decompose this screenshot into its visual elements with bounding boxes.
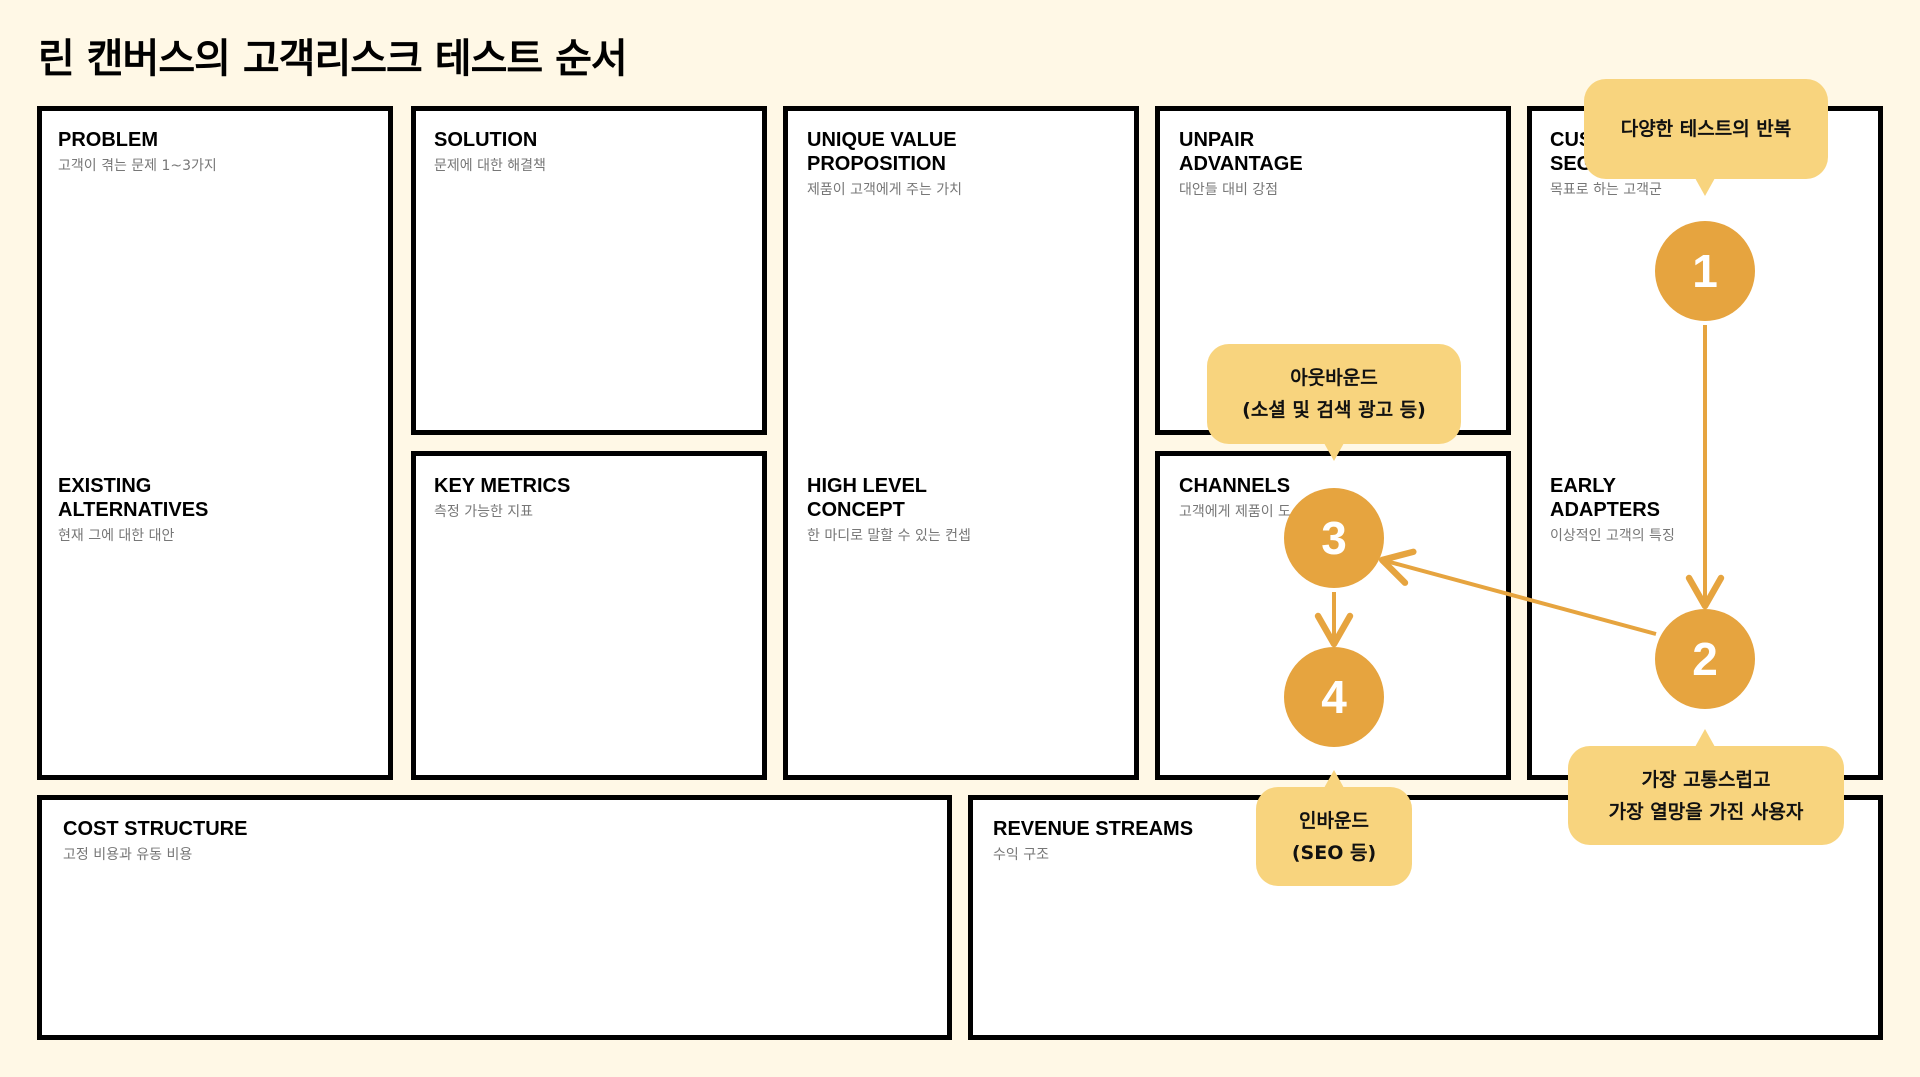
box-key-metrics	[411, 451, 767, 780]
box-uvp	[783, 106, 1139, 780]
uvp-subtitle: 제품이 고객에게 주는 가치	[807, 182, 963, 198]
step-circle-4: 4	[1284, 647, 1384, 747]
block-early-adapters: EARLY ADAPTERS 이상적인 고객의 특징	[1550, 474, 1675, 545]
bubble-inbound-tail	[1324, 770, 1344, 788]
problem-subtitle: 고객이 겪는 문제 1~3가지	[58, 158, 217, 174]
uvp-title: UNIQUE VALUE PROPOSITION	[807, 129, 957, 175]
bubble-repeated-tests: 다양한 테스트의 반복	[1584, 79, 1828, 179]
revenue-streams-subtitle: 수익 구조	[993, 847, 1049, 863]
high-level-concept-subtitle: 한 마디로 말할 수 있는 컨셉	[807, 528, 971, 544]
bubble-outbound: 아웃바운드 (소셜 및 검색 광고 등)	[1207, 344, 1461, 444]
block-unpair-advantage: UNPAIR ADVANTAGE 대안들 대비 강점	[1179, 128, 1303, 199]
step-circle-3: 3	[1284, 488, 1384, 588]
bubble-inbound: 인바운드 (SEO 등)	[1256, 787, 1412, 886]
step-circle-2: 2	[1655, 609, 1755, 709]
block-channels: CHANNELS 고객에게 제품이 도	[1179, 474, 1291, 521]
early-adapters-title: EARLY ADAPTERS	[1550, 475, 1661, 521]
block-solution: SOLUTION 문제에 대한 해결책	[434, 128, 546, 175]
block-high-level-concept: HIGH LEVEL CONCEPT 한 마디로 말할 수 있는 컨셉	[807, 474, 971, 545]
box-solution	[411, 106, 767, 435]
early-adapters-subtitle: 이상적인 고객의 특징	[1550, 528, 1675, 544]
block-uvp: UNIQUE VALUE PROPOSITION 제품이 고객에게 주는 가치	[807, 128, 962, 199]
key-metrics-title: KEY METRICS	[434, 475, 571, 497]
bubble-early-adopters-tail	[1695, 729, 1715, 747]
block-problem: PROBLEM 고객이 겪는 문제 1~3가지	[58, 128, 217, 175]
high-level-concept-title: HIGH LEVEL CONCEPT	[807, 475, 928, 521]
page-title: 린 캔버스의 고객리스크 테스트 순서	[38, 36, 628, 82]
channels-title: CHANNELS	[1179, 475, 1291, 497]
block-customer-segments: CUS SEG 목표로 하는 고객군	[1550, 128, 1662, 199]
cost-structure-title: COST STRUCTURE	[63, 818, 248, 840]
bubble-outbound-tail	[1324, 443, 1344, 461]
existing-alternatives-title: EXISTING ALTERNATIVES	[58, 475, 209, 521]
block-existing-alternatives: EXISTING ALTERNATIVES 현재 그에 대한 대안	[58, 474, 208, 545]
channels-subtitle: 고객에게 제품이 도	[1179, 504, 1291, 520]
unpair-advantage-title: UNPAIR ADVANTAGE	[1179, 129, 1303, 175]
step-circle-1: 1	[1655, 221, 1755, 321]
existing-alternatives-subtitle: 현재 그에 대한 대안	[58, 528, 175, 544]
block-key-metrics: KEY METRICS 측정 가능한 지표	[434, 474, 570, 521]
box-problem	[37, 106, 393, 780]
bubble-repeated-tests-tail	[1695, 178, 1715, 196]
block-revenue-streams: REVENUE STREAMS 수익 구조	[993, 817, 1193, 864]
problem-title: PROBLEM	[58, 129, 158, 151]
customer-segments-title: CUS SEG	[1550, 129, 1593, 175]
bubble-early-adopters: 가장 고통스럽고 가장 열망을 가진 사용자	[1568, 746, 1844, 845]
solution-title: SOLUTION	[434, 129, 538, 151]
customer-segments-subtitle: 목표로 하는 고객군	[1550, 182, 1662, 198]
key-metrics-subtitle: 측정 가능한 지표	[434, 504, 534, 520]
solution-subtitle: 문제에 대한 해결책	[434, 158, 546, 174]
block-cost-structure: COST STRUCTURE 고정 비용과 유동 비용	[63, 817, 247, 864]
unpair-advantage-subtitle: 대안들 대비 강점	[1179, 182, 1279, 198]
box-cost-structure	[37, 795, 952, 1040]
revenue-streams-title: REVENUE STREAMS	[993, 818, 1194, 840]
cost-structure-subtitle: 고정 비용과 유동 비용	[63, 847, 193, 863]
